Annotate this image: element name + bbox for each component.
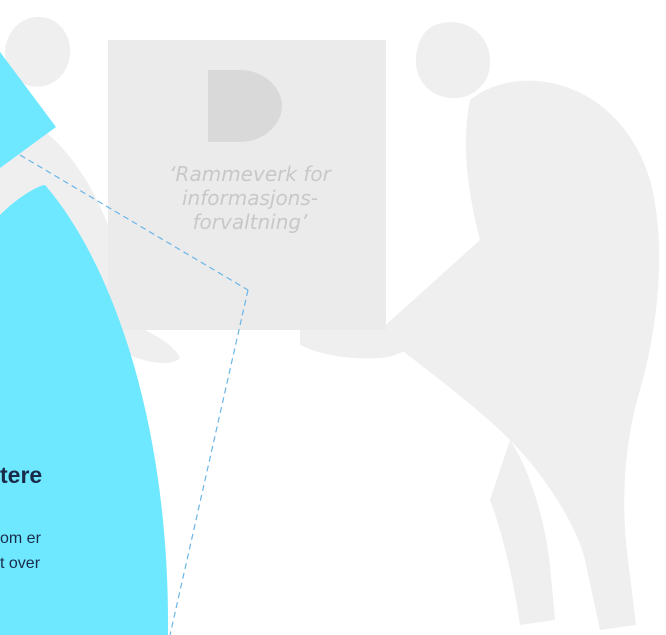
right-carrier-leg — [490, 440, 555, 625]
left-carrier-head — [5, 16, 71, 87]
left-carrier-hands — [120, 320, 180, 364]
panel-heading: tere — [0, 462, 43, 488]
dashed-connector — [19, 154, 249, 635]
right-carrier-arm — [300, 322, 411, 359]
accent-triangle — [0, 52, 56, 168]
panel-body-line-1: om er — [0, 530, 41, 547]
box-caption-line-1: ‘Rammeverk for — [169, 162, 331, 186]
panel-body: om er t over — [0, 526, 41, 576]
right-carrier-head — [415, 22, 491, 99]
accent-blob-panel — [0, 185, 169, 635]
right-carrier-figure — [300, 22, 660, 631]
right-carrier-body — [380, 80, 660, 631]
box-caption-line-2: informasjons- — [182, 186, 318, 210]
box-caption-line-3: forvaltning’ — [192, 210, 308, 234]
box-caption: ‘Rammeverk for informasjons- forvaltning… — [130, 162, 370, 234]
panel-body-line-2: t over — [0, 555, 41, 572]
d-logo-icon — [208, 70, 282, 142]
